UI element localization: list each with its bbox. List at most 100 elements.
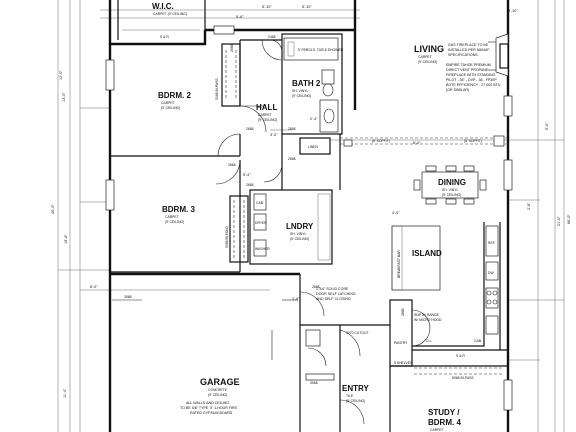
- fireplace-spec-4: PILOT - 36" - DVP - 36 - FP30P: [446, 78, 497, 82]
- door-size: 2468: [268, 35, 276, 39]
- room-name: LNDRY: [286, 222, 314, 231]
- dim-text: 5'-10": [302, 5, 312, 9]
- island: [391, 225, 441, 291]
- room-name: BDRM. 2: [158, 91, 191, 100]
- dim-text: 5'-0": [545, 122, 549, 130]
- dim-text: 2'-4": [310, 117, 318, 121]
- bathtub: [283, 37, 339, 61]
- room-name: LIVING: [414, 44, 444, 54]
- cutout-label: 3070 CUTOUT: [346, 331, 369, 335]
- room-floor: CARPET: [165, 215, 179, 219]
- linen-label: LINEN: [308, 145, 319, 149]
- door-size: 2868: [312, 285, 320, 289]
- room-floor: SH. VINYL: [442, 188, 459, 192]
- door-size: 2668: [246, 183, 254, 187]
- dim-text: 8'-0": [90, 285, 98, 289]
- slip-in-note-1: SLIP-IN RANGE: [414, 313, 440, 317]
- room-floor: CARPET (9' CEILING): [153, 12, 187, 16]
- room-laundry: DRYER WASHER CAB. LNDRY SH. VINYL (9' CE…: [253, 193, 331, 261]
- door-size: 3068: [310, 381, 318, 385]
- fireplace-spec-1: EMPIRE TAHOE PREMIUM: [446, 63, 491, 67]
- fixture-label: DW: [488, 271, 494, 275]
- breakfast-bar-label: BREAKFAST BAR: [397, 250, 401, 278]
- dining-table: [421, 171, 479, 199]
- fixture-label: WASHER: [255, 247, 270, 251]
- room-name: W.I.C.: [152, 2, 174, 11]
- fireplace-spec-6: (OR SIMILAR): [446, 88, 469, 92]
- dim-text: 6'-0": [413, 141, 421, 145]
- room-ceiling: (9' CEILING): [258, 118, 277, 122]
- room-ceiling: (9' CEILING): [290, 237, 309, 241]
- dimension-labels: 5'-10" 5'-6" 5'-10" 9'-10" 13'-0" 12'-0"…: [51, 5, 571, 398]
- room-name: DINING: [438, 178, 466, 187]
- room-name: BDRM. 3: [162, 205, 195, 214]
- room-floor: TILE: [346, 394, 354, 398]
- door-note-3: AND SELF CLOSING: [316, 297, 351, 301]
- dim-text: 13'-0": [62, 92, 66, 102]
- room-name: BATH 2: [292, 79, 321, 88]
- room-floor: SH. VINYL: [292, 89, 309, 93]
- dim-text: 5'-6": [236, 15, 244, 19]
- room-hall: HALL CARPET (9' CEILING) LINEN 2668 2668…: [228, 35, 319, 167]
- dim-text: 12'-0": [59, 70, 63, 80]
- fixture-label: O.L.: [426, 339, 432, 343]
- refrigerator: [485, 225, 499, 257]
- fixture-label: DRYER: [255, 221, 267, 225]
- room-name: GARAGE: [200, 377, 240, 387]
- dim-text: 11'-4": [63, 388, 67, 398]
- dimension-lines: [57, 0, 565, 432]
- dim-text: 40'-0": [51, 204, 55, 214]
- soffit-label: (8' SOFFIT): [464, 139, 482, 143]
- room-floor: CARPET: [430, 428, 444, 432]
- fireplace-note-3: SPECIFICATIONS: [448, 53, 478, 57]
- sink: [485, 315, 499, 335]
- range: [485, 287, 499, 309]
- dim-text: 1'-6": [292, 297, 300, 301]
- dim-text: 5'-10": [262, 5, 272, 9]
- room-kitchen: ISLAND BREAKFAST BAR REF. DW SLIP-IN RAN…: [397, 225, 499, 343]
- door-size: 2668: [288, 157, 296, 161]
- island-label: ISLAND: [412, 249, 442, 258]
- interior-walls: [110, 0, 508, 432]
- dishwasher: [485, 261, 499, 281]
- door-size: 2668: [228, 163, 236, 167]
- dim-text: 3'-0": [270, 133, 278, 137]
- room-wic: W.I.C. CARPET (9' CEILING) S & R: [122, 2, 200, 39]
- fixture-label: CAB.: [474, 339, 482, 343]
- fireplace-spec-3: FIREPLACE WITH STANDING: [446, 73, 496, 77]
- room-name: ENTRY: [342, 384, 369, 393]
- fireplace-note-1: GAS FIREPLACE TO BE: [448, 43, 489, 47]
- dim-text: 66'-0": [567, 214, 571, 224]
- fireplace-note-2: INSTALLED PER MANUF.: [448, 48, 490, 52]
- dim-text: 2'-6": [527, 202, 531, 210]
- shelves-label: 5 SHELVES: [394, 361, 413, 365]
- vanity: [319, 99, 339, 133]
- room-entry: 1 3/4" SOLID CORE DOOR SELF LATCHING AND…: [305, 285, 413, 403]
- room-name-line1: STUDY /: [428, 408, 460, 417]
- fixture-label: S & R: [456, 354, 465, 358]
- room-floor: CONCRETE: [208, 388, 228, 392]
- room-garage: GARAGE CONCRETE (9' CEILING) ALL WALLS A…: [112, 295, 298, 415]
- fireplace: [495, 33, 509, 77]
- closet-label: 5068 BI-PASS: [452, 376, 474, 380]
- fireplace-spec-2: DIRECT VENT PROPANE: [446, 68, 489, 72]
- room-floor: SH. VINYL: [290, 232, 307, 236]
- dim-text: 9'-10": [508, 9, 518, 13]
- dim-text: 4'-0": [392, 211, 400, 215]
- windows: [105, 25, 513, 411]
- room-floor: CARPET: [418, 55, 432, 59]
- door-size: 2868: [288, 127, 296, 131]
- dryer: [253, 213, 267, 231]
- fixture-label: 5' FBRGLS. TUB & SHOWER: [298, 48, 344, 52]
- door-size: 2868: [401, 308, 405, 316]
- room-name-line2: BDRM. 4: [428, 418, 461, 427]
- door-size: 3068: [124, 295, 132, 299]
- door-note-2: DOOR SELF LATCHING: [316, 292, 356, 296]
- closet-label: 5068 BI-PASS: [215, 78, 219, 100]
- room-study: S & R 5068 BI-PASS STUDY / BDRM. 4 CARPE…: [414, 354, 504, 432]
- room-ceiling: (9' CEILING): [165, 220, 184, 224]
- dim-text: 19'-6": [64, 234, 68, 244]
- door-size: 2668: [230, 44, 234, 52]
- toilet: [321, 69, 335, 85]
